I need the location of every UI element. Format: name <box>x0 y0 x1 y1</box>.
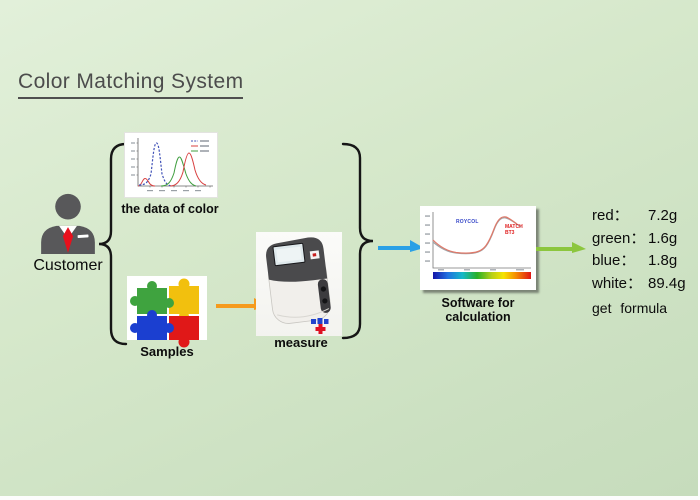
puzzle-pieces-icon <box>130 278 199 348</box>
chart-annotation-blue: ROYCOL <box>456 219 479 225</box>
formula-name: red： <box>592 207 629 224</box>
software-label: Software for calculation <box>441 296 515 324</box>
reflectance-chart <box>425 212 531 279</box>
spectral-curves-chart <box>131 138 213 192</box>
bottom-edge <box>0 496 700 500</box>
measure-label: measure <box>274 335 328 350</box>
chart-annotation-red: MATCH BT3 <box>505 224 523 236</box>
spectrophotometer-icon <box>266 237 331 334</box>
formula-row-white: white： 89.4g <box>592 273 686 296</box>
samples-image <box>127 276 207 348</box>
formula-name: blue： <box>592 252 636 269</box>
color-data-chart <box>124 132 218 198</box>
formula-name: green： <box>592 229 646 247</box>
data-of-color-label: the data of color <box>121 202 219 216</box>
customer-label: Customer <box>33 257 103 274</box>
right-edge <box>698 0 700 500</box>
samples-label: Samples <box>140 344 194 359</box>
formula-value: 7.2g <box>648 207 678 224</box>
formula-value: 89.4g <box>648 274 686 292</box>
get-formula-label: get formula <box>592 300 668 316</box>
formula-value: 1.6g <box>648 229 678 247</box>
blue-right-arrow-icon <box>378 240 424 252</box>
spectrophotometer-image <box>256 232 342 336</box>
right-brace <box>341 142 374 340</box>
customer-icon <box>41 193 95 254</box>
formula-list: red： 7.2g green： 1.6g blue： 1.8g white： … <box>592 205 686 295</box>
formula-row-red: red： 7.2g <box>592 205 686 228</box>
brand-logo <box>311 318 329 334</box>
green-right-arrow-icon <box>536 242 586 253</box>
formula-row-green: green： 1.6g <box>592 228 686 251</box>
software-chart: ROYCOL MATCH BT3 <box>420 206 536 290</box>
formula-value: 1.8g <box>648 252 678 269</box>
left-brace <box>98 142 128 346</box>
page-title: Color Matching System <box>18 70 244 99</box>
formula-name: white： <box>592 274 643 292</box>
chart-legend <box>191 140 209 152</box>
formula-row-blue: blue： 1.8g <box>592 250 686 273</box>
